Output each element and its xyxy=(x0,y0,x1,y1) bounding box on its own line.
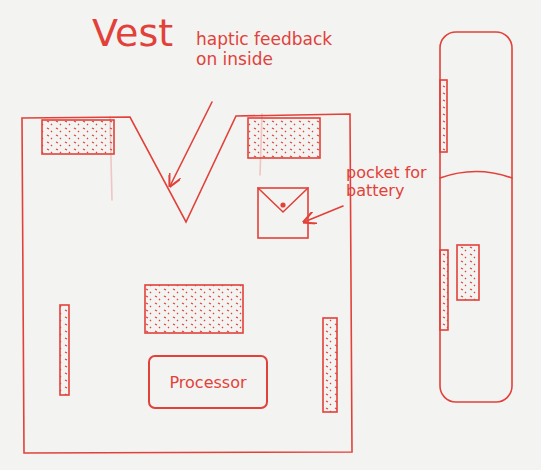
title: Vest xyxy=(92,12,173,56)
callout-label: haptic feedback on inside xyxy=(196,30,346,69)
box-text: Processor xyxy=(169,373,246,392)
vest-outline xyxy=(22,114,352,453)
process-box: Processor xyxy=(148,355,268,409)
callout-label: pocket for battery xyxy=(346,164,446,201)
